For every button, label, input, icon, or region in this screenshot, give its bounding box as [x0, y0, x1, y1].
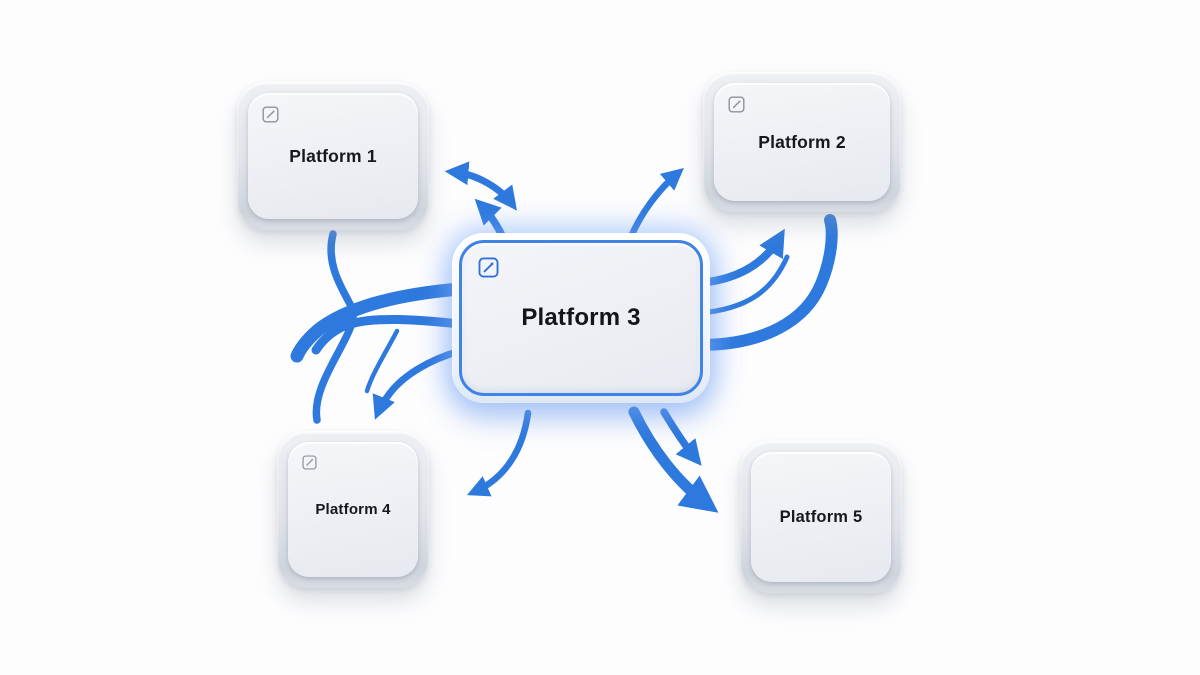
external-link-icon: [302, 455, 317, 470]
node-platform-5-panel: Platform 5: [751, 452, 891, 582]
external-link-icon: [262, 106, 279, 123]
node-platform-4[interactable]: Platform 4: [277, 431, 429, 588]
node-platform-1[interactable]: Platform 1: [237, 82, 429, 230]
node-platform-3-panel: Platform 3: [459, 240, 703, 396]
node-platform-4-panel: Platform 4: [288, 442, 418, 577]
external-link-icon: [728, 96, 745, 113]
node-platform-1-panel: Platform 1: [248, 93, 418, 219]
node-platform-2[interactable]: Platform 2: [703, 72, 901, 212]
arrows-platform3-platform5: [628, 406, 719, 513]
node-platform-3[interactable]: Platform 3: [452, 233, 710, 403]
node-platform-2-panel: Platform 2: [714, 83, 890, 201]
arrows-platform3-platform4: [290, 230, 532, 497]
node-platform-5[interactable]: Platform 5: [740, 441, 902, 593]
node-label: Platform 4: [315, 501, 391, 518]
node-label: Platform 2: [758, 131, 846, 152]
arrows-platform3-platform2: [626, 167, 838, 351]
node-label: Platform 5: [779, 507, 863, 526]
node-label: Platform 1: [289, 145, 377, 166]
node-label: Platform 3: [521, 304, 641, 331]
external-link-icon: [478, 257, 499, 278]
